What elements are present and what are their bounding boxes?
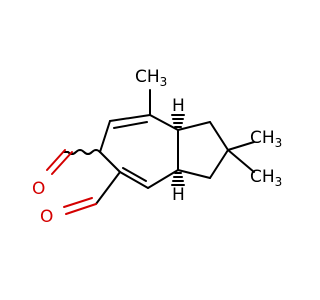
bond-c2-c8 (177, 121, 211, 131)
bond-c7-c1-double (113, 121, 148, 129)
hash-bond-lower (171, 172, 185, 186)
molecule-drawing: CH3 CH3 CH3 O O H H (32, 67, 282, 227)
bond-c10-c3 (177, 169, 211, 179)
structure-canvas: CH3 CH3 CH3 O O H H (32, 67, 282, 227)
bond-c1-c2 (149, 114, 179, 131)
oxygen-upper-label: O (32, 179, 45, 199)
five-membered-ring (177, 121, 229, 179)
bond-c5-cho (95, 171, 121, 205)
seven-membered-ring (99, 114, 179, 189)
bond-c3-c4 (147, 169, 179, 189)
carbonyl-upper-bond (51, 151, 73, 175)
carbonyl-upper-bond-double (46, 149, 66, 171)
methyl-top-label: CH3 (135, 67, 167, 89)
bond-gem-methyl-upper (227, 141, 255, 151)
hash-bond-upper (171, 114, 185, 128)
hydrogen-lower-label: H (172, 185, 185, 205)
bond-c5-c6 (99, 151, 121, 173)
carbonyl-lower-bond (65, 203, 97, 215)
bond-c9-c10 (209, 149, 229, 179)
bond-c4-c5 (119, 171, 149, 189)
wavy-bond-upper-aldehyde (63, 149, 101, 155)
bond-c8-c9 (209, 121, 229, 151)
bond-gem-methyl-lower (227, 149, 255, 173)
methyl-gem-lower-label: CH3 (250, 167, 282, 189)
bond-c4-c5-double (122, 167, 147, 182)
methyl-gem-upper-label: CH3 (250, 128, 282, 150)
oxygen-lower-label: O (40, 207, 53, 227)
hydrogen-upper-label: H (172, 96, 185, 116)
bond-c7-c1 (109, 114, 151, 122)
bond-c6-c7 (99, 120, 111, 153)
carbonyl-lower-bond-double (63, 197, 93, 208)
